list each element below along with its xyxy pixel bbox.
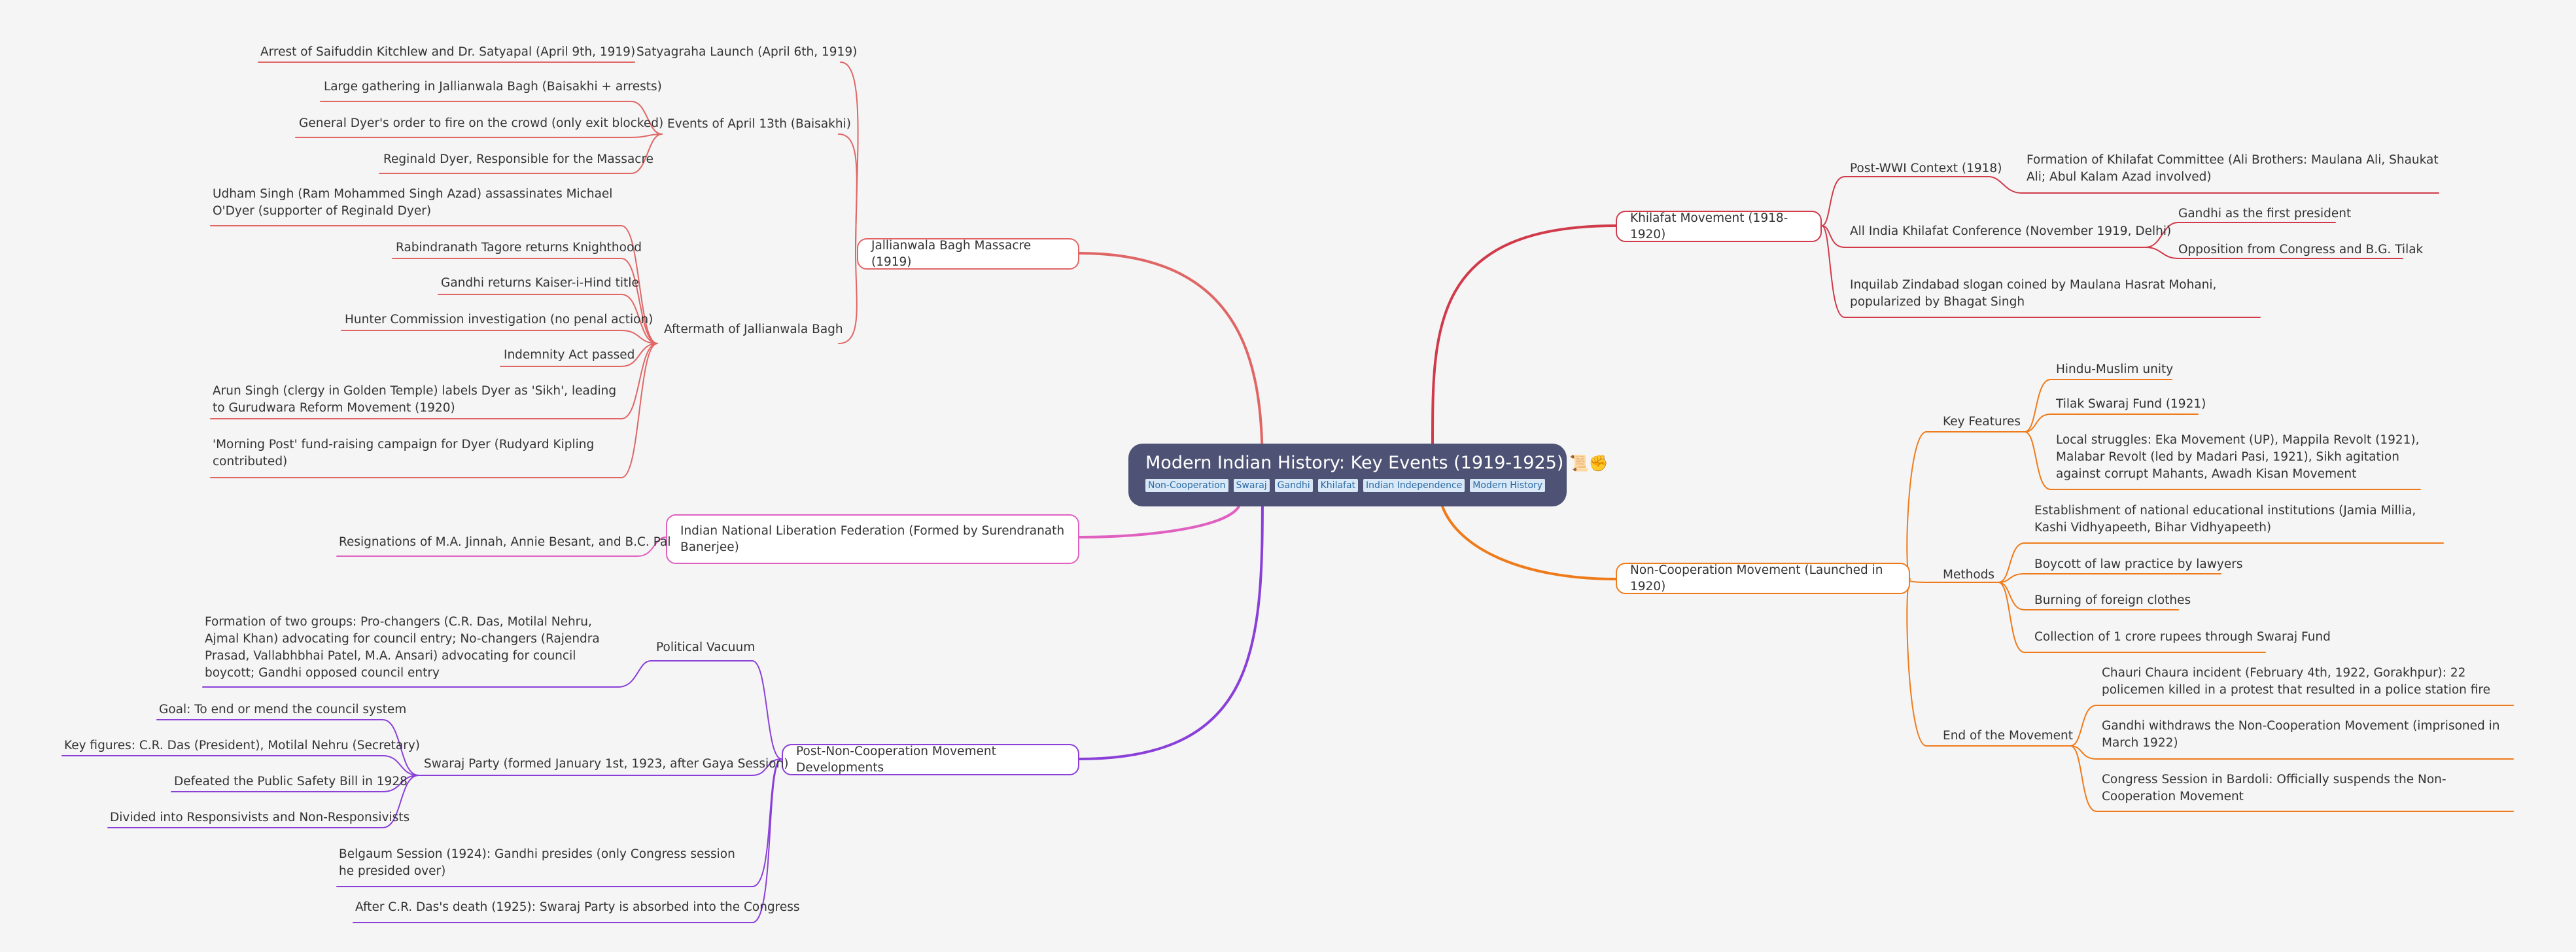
leaf-item[interactable]: Congress Session in Bardoli: Officially …: [2102, 773, 2446, 803]
leaf-item[interactable]: Opposition from Congress and B.G. Tilak: [2178, 243, 2424, 256]
topic-inquilab-zindabad[interactable]: Inquilab Zindabad slogan coined by Maula…: [1850, 278, 2217, 309]
leaf-item[interactable]: Resignations of M.A. Jinnah, Annie Besan…: [339, 535, 671, 549]
tag[interactable]: Indian Independence: [1363, 479, 1465, 492]
leaf-item[interactable]: 'Morning Post' fund-raising campaign for…: [213, 438, 595, 468]
leaf-item[interactable]: Local struggles: Eka Movement (UP), Mapp…: [2056, 433, 2420, 481]
topic-post-wwi[interactable]: Post-WWI Context (1918): [1850, 162, 2002, 175]
tag[interactable]: Gandhi: [1274, 479, 1313, 492]
scroll-fist-emoji-icon: 📜✊: [1569, 454, 1609, 472]
leaf-item[interactable]: Collection of 1 crore rupees through Swa…: [2034, 630, 2331, 644]
leaf-item[interactable]: Reginald Dyer, Responsible for the Massa…: [383, 152, 654, 166]
topic-methods[interactable]: Methods: [1943, 568, 1995, 582]
link-swaraj: [752, 758, 782, 776]
tag[interactable]: Non-Cooperation: [1145, 479, 1228, 492]
link-postwwi: [1821, 176, 1845, 226]
topic-end-of-movement[interactable]: End of the Movement: [1943, 729, 2073, 743]
topic-belgaum[interactable]: Belgaum Session (1924): Gandhi presides …: [339, 847, 735, 878]
topic-aftermath[interactable]: Aftermath of Jallianwala Bagh: [664, 323, 843, 336]
leaf-item[interactable]: Gandhi returns Kaiser-i-Hind title: [441, 276, 639, 290]
link-khilafat: [1431, 224, 1617, 445]
tag[interactable]: Swaraj: [1233, 479, 1270, 492]
leaf-item[interactable]: Arrest of Saifuddin Kitchlew and Dr. Sat…: [260, 45, 636, 59]
topic-satyagraha[interactable]: Satyagraha Launch (April 6th, 1919): [636, 45, 858, 59]
leaf-item[interactable]: Gandhi withdraws the Non-Cooperation Mov…: [2102, 719, 2500, 750]
branch-label: Non-Cooperation Movement (Launched in 19…: [1630, 563, 1883, 593]
leaf-item[interactable]: Indemnity Act passed: [504, 348, 635, 362]
leaf-item[interactable]: Gandhi as the first president: [2178, 207, 2352, 220]
leaf-item[interactable]: Defeated the Public Safety Bill in 1928: [174, 775, 408, 788]
leaf-item[interactable]: General Dyer's order to fire on the crow…: [299, 116, 664, 130]
branch-inlf[interactable]: Indian National Liberation Federation (F…: [666, 514, 1079, 564]
link-inlf: [1078, 504, 1241, 538]
link-crdas: [752, 758, 782, 923]
link-conference: [1821, 225, 1845, 248]
topic-political-vacuum[interactable]: Political Vacuum: [656, 641, 756, 654]
leaf-item[interactable]: Boycott of law practice by lawyers: [2034, 557, 2243, 571]
topic-crdas-death[interactable]: After C.R. Das's death (1925): Swaraj Pa…: [355, 900, 800, 914]
link-april13: [838, 133, 858, 254]
link-jallianwala: [1078, 252, 1264, 485]
link-aftermath: [838, 253, 858, 344]
topic-key-features[interactable]: Key Features: [1943, 415, 2021, 429]
leaf-item[interactable]: Divided into Responsivists and Non-Respo…: [110, 811, 410, 824]
leaf-item[interactable]: Burning of foreign clothes: [2034, 593, 2191, 607]
branch-label: Post-Non-Cooperation Movement Developmen…: [796, 745, 996, 775]
leaf-item[interactable]: Udham Singh (Ram Mohammed Singh Azad) as…: [213, 187, 613, 218]
link-postnco: [1078, 483, 1264, 760]
leaf-item[interactable]: Large gathering in Jallianwala Bagh (Bai…: [324, 80, 662, 94]
central-topic[interactable]: Modern Indian History: Key Events (1919-…: [1128, 444, 1609, 506]
branch-postnco[interactable]: Post-Non-Cooperation Movement Developmen…: [782, 744, 1079, 775]
leaf-item[interactable]: Establishment of national educational in…: [2034, 504, 2416, 535]
link-features: [1906, 431, 1927, 580]
leaf-item[interactable]: Hunter Commission investigation (no pena…: [345, 313, 653, 326]
leaf-item[interactable]: Formation of two groups: Pro-changers (C…: [205, 615, 600, 680]
link-end: [1906, 578, 1927, 747]
leaf-item[interactable]: Rabindranath Tagore returns Knighthood: [396, 241, 642, 255]
leaf-item[interactable]: Key figures: C.R. Das (President), Motil…: [64, 739, 421, 752]
leaf-item[interactable]: Goal: To end or mend the council system: [159, 703, 407, 716]
branch-jallianwala[interactable]: Jallianwala Bagh Massacre (1919): [857, 238, 1079, 270]
topic-april13[interactable]: Events of April 13th (Baisakhi): [667, 117, 851, 131]
link-inquilab: [1821, 225, 1845, 318]
leaf-item[interactable]: Tilak Swaraj Fund (1921): [2056, 397, 2206, 411]
branch-khilafat[interactable]: Khilafat Movement (1918-1920): [1616, 211, 1822, 242]
branch-non-cooperation[interactable]: Non-Cooperation Movement (Launched in 19…: [1616, 563, 1910, 594]
leaf-item[interactable]: Hindu-Muslim unity: [2056, 362, 2174, 376]
branch-label: Indian National Liberation Federation (F…: [680, 524, 1065, 554]
branch-label: Jallianwala Bagh Massacre (1919): [871, 239, 1032, 269]
tag-list: Non-Cooperation Swaraj Gandhi Khilafat I…: [1145, 479, 1550, 492]
tag[interactable]: Khilafat: [1317, 479, 1359, 492]
topic-swaraj-party[interactable]: Swaraj Party (formed January 1st, 1923, …: [424, 757, 789, 771]
link-vacuum: [752, 660, 782, 760]
central-topic-title: Modern Indian History: Key Events (1919-…: [1145, 453, 1564, 473]
tag[interactable]: Modern History: [1470, 479, 1546, 492]
link-nco: [1441, 505, 1617, 580]
branch-label: Khilafat Movement (1918-1920): [1630, 211, 1788, 241]
topic-khilafat-conference[interactable]: All India Khilafat Conference (November …: [1850, 224, 2172, 238]
leaf-item[interactable]: Arun Singh (clergy in Golden Temple) lab…: [213, 384, 617, 415]
leaf-item[interactable]: Formation of Khilafat Committee (Ali Bro…: [2027, 153, 2439, 184]
leaf-item[interactable]: Chauri Chaura incident (February 4th, 19…: [2102, 666, 2490, 697]
